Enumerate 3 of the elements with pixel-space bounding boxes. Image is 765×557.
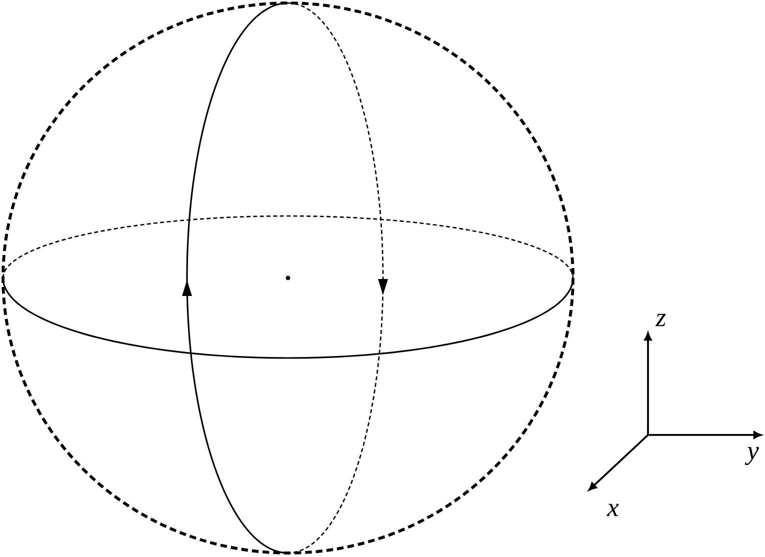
axis-label: x bbox=[606, 504, 619, 516]
axis-label: y bbox=[744, 447, 759, 465]
axis-label: z bbox=[656, 314, 666, 326]
